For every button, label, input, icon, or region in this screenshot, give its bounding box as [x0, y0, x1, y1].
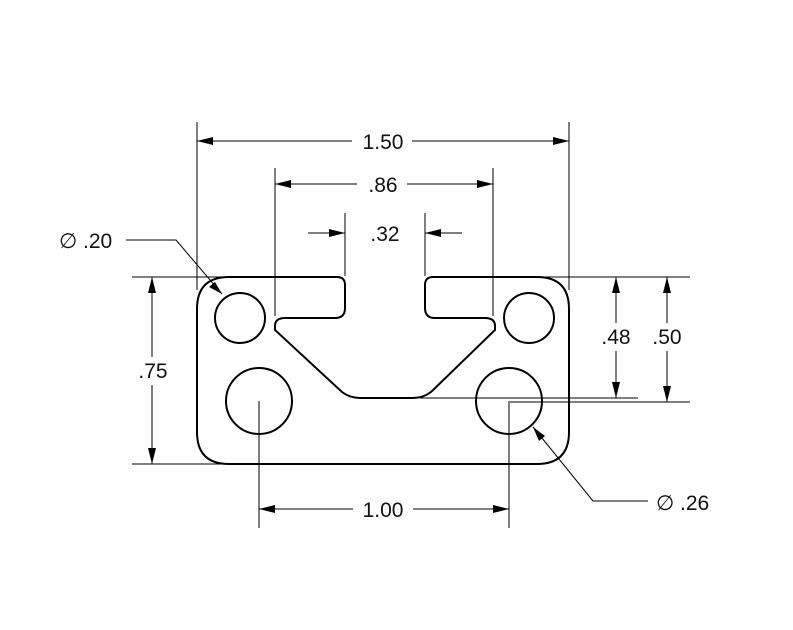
dimension-slot-depth: .48 [594, 277, 638, 398]
dim-label-slot-depth: .48 [601, 326, 630, 349]
extrusion-profile [196, 276, 570, 465]
diameter-symbol-large: ∅ [656, 492, 674, 515]
small-hole-right [503, 292, 555, 344]
dim-label-slot-opening: .32 [370, 223, 399, 246]
dim-label-overall-width: 1.50 [363, 131, 404, 154]
dim-label-small-hole-diameter: .20 [83, 230, 112, 253]
dimension-slot-outer-width: .86 [275, 171, 493, 197]
diameter-symbol-small: ∅ [59, 230, 77, 253]
dim-label-slot-outer-width: .86 [368, 174, 397, 197]
dimension-overall-height: .75 [130, 277, 176, 464]
small-hole-left [214, 292, 266, 344]
dimension-hole-spacing-horizontal: 1.00 [259, 496, 509, 522]
extension-lines [132, 122, 690, 528]
dim-label-hole-spacing-horizontal: 1.00 [363, 499, 404, 522]
dimension-slot-opening: .32 [308, 223, 462, 246]
dimension-hole-spacing-vertical: .50 [645, 277, 689, 402]
dim-label-hole-spacing-vertical: .50 [652, 326, 681, 349]
callout-small-hole-diameter: ∅ .20 [59, 230, 223, 295]
dim-label-overall-height: .75 [138, 360, 167, 383]
outer-profile-outline [196, 276, 570, 465]
callout-large-hole-diameter: ∅ .26 [532, 426, 709, 515]
dim-label-large-hole-diameter: .26 [680, 492, 709, 515]
dimension-overall-width: 1.50 [197, 128, 569, 154]
